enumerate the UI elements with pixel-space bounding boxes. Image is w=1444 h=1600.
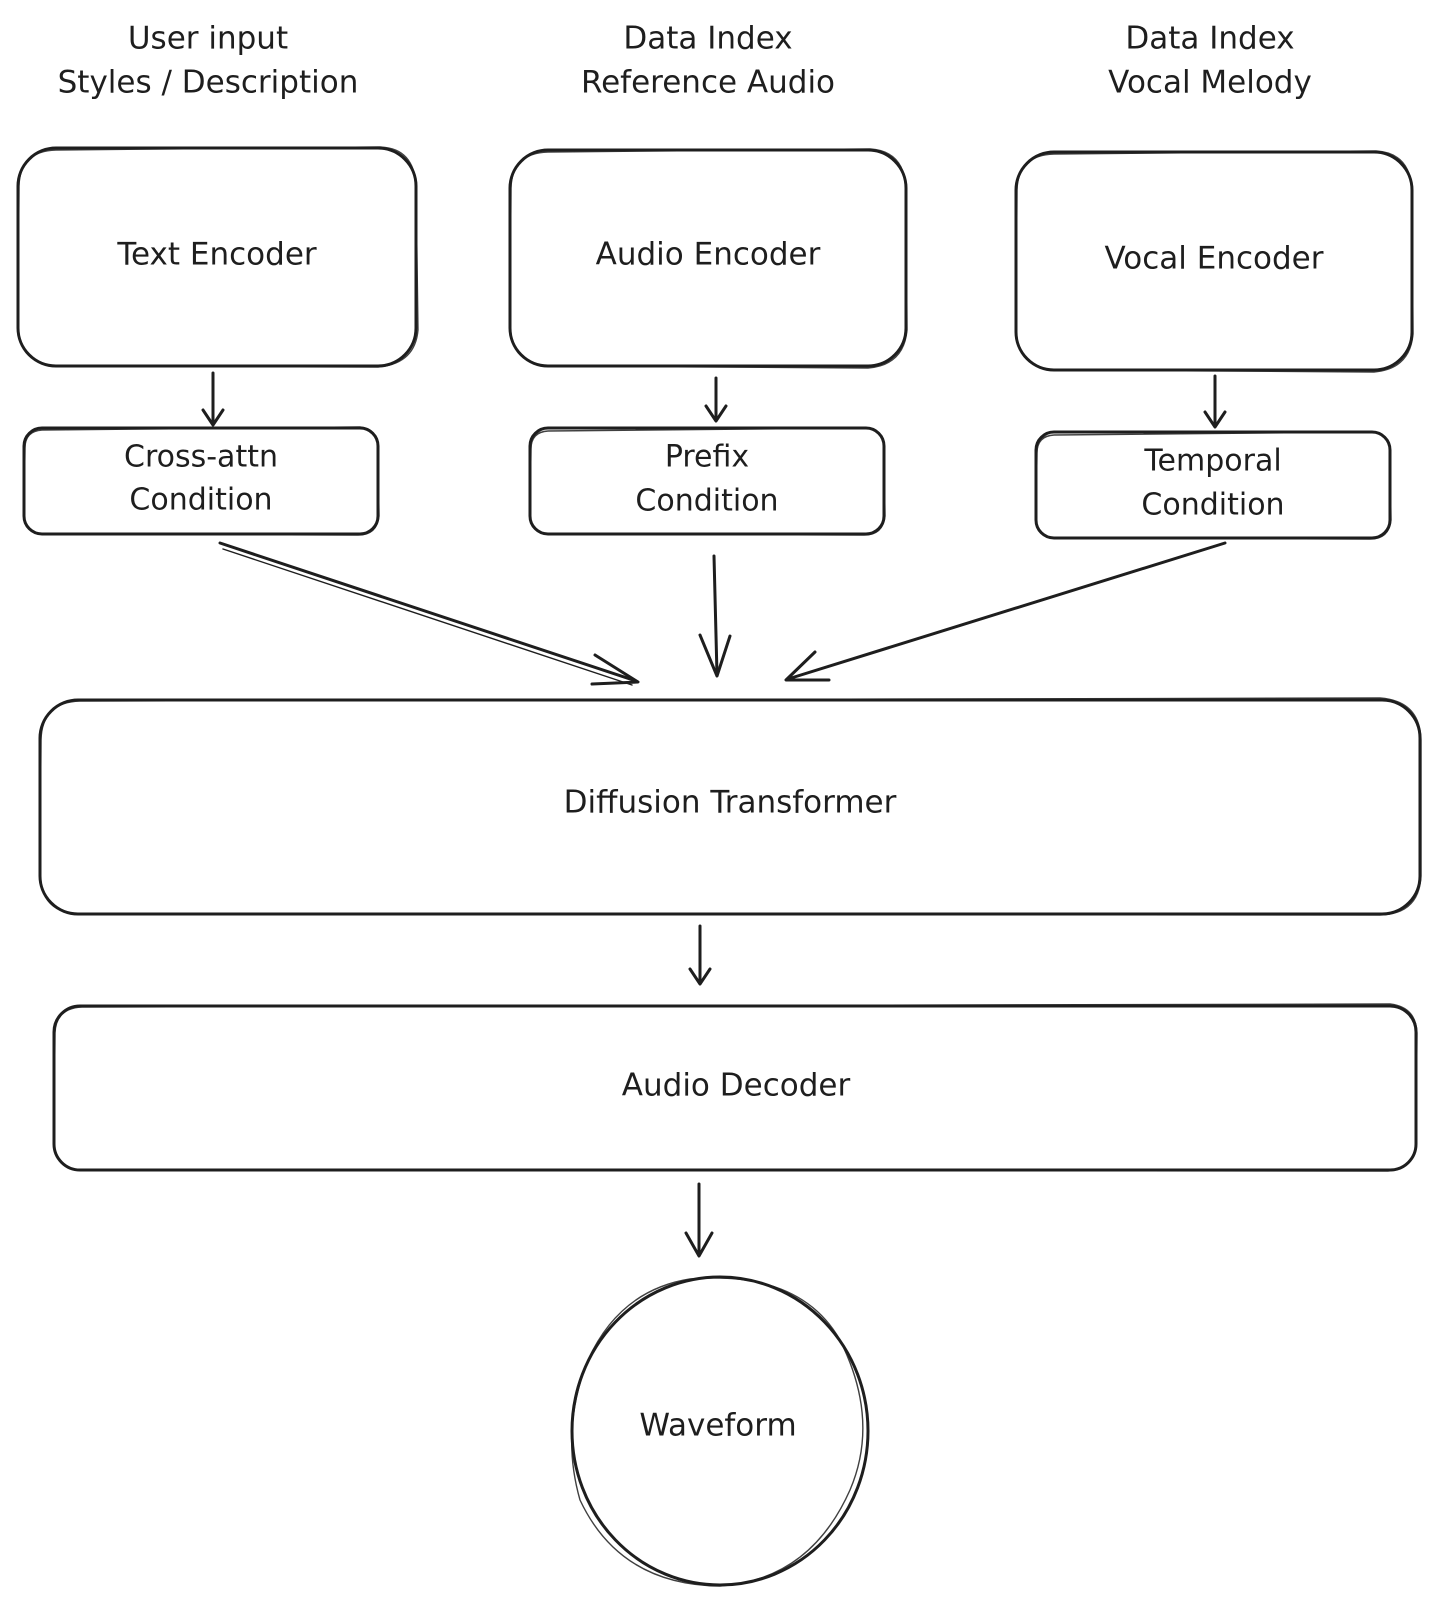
waveform-label: Waveform bbox=[639, 1408, 796, 1444]
input-label-line1: Data Index bbox=[1125, 21, 1294, 57]
audio-decoder-node: Audio Decoder bbox=[52, 1003, 1418, 1172]
audio-decoder-sketch-stroke bbox=[53, 1003, 1418, 1172]
arrow-audio-to-prefix bbox=[704, 376, 728, 423]
arrow-vocal-to-temporal bbox=[1203, 374, 1227, 429]
text-encoder-node: Text Encoder bbox=[16, 146, 419, 368]
arrow-prefix-to-transformer bbox=[698, 554, 732, 678]
waveform-sketch-stroke bbox=[571, 1277, 864, 1587]
input-label-vocal: Data Index Vocal Melody bbox=[1108, 21, 1312, 101]
temporal-condition-line1: Temporal bbox=[1143, 444, 1281, 479]
crossattn-condition-node: Cross-attn Condition bbox=[22, 426, 380, 536]
prefix-condition-line1: Prefix bbox=[665, 440, 749, 475]
vocal-encoder-sketch-stroke bbox=[1015, 150, 1414, 373]
waveform-node: Waveform bbox=[570, 1275, 870, 1587]
text-encoder-sketch-stroke bbox=[17, 146, 419, 368]
input-label-line2: Vocal Melody bbox=[1108, 65, 1312, 101]
crossattn-condition-line2: Condition bbox=[129, 483, 272, 518]
input-label-line1: User input bbox=[128, 21, 288, 57]
arrow-decoder-to-waveform bbox=[684, 1182, 714, 1258]
arrow-temporal-to-transformer bbox=[784, 541, 1227, 682]
input-label-line1: Data Index bbox=[623, 21, 792, 57]
input-label-audio: Data Index Reference Audio bbox=[581, 21, 835, 101]
prefix-sketch-stroke bbox=[529, 427, 886, 536]
crossattn-sketch-stroke bbox=[23, 426, 380, 536]
input-label-text: User input Styles / Description bbox=[58, 21, 359, 101]
audio-decoder-label: Audio Decoder bbox=[622, 1068, 851, 1104]
arrow-crossattn-to-transformer bbox=[218, 541, 640, 686]
temporal-sketch-stroke bbox=[1035, 431, 1392, 540]
temporal-condition-node: Temporal Condition bbox=[1034, 430, 1392, 540]
vocal-encoder-label: Vocal Encoder bbox=[1104, 241, 1323, 277]
arrow-text-to-crossattn bbox=[201, 371, 225, 427]
audio-encoder-node: Audio Encoder bbox=[508, 148, 908, 369]
temporal-condition-line2: Condition bbox=[1141, 488, 1284, 523]
arrow-transformer-to-decoder bbox=[688, 924, 712, 986]
diffusion-transformer-sketch-stroke bbox=[39, 697, 1422, 916]
prefix-condition-line2: Condition bbox=[635, 484, 778, 519]
input-label-line2: Styles / Description bbox=[58, 65, 359, 101]
audio-encoder-label: Audio Encoder bbox=[596, 237, 821, 273]
text-encoder-label: Text Encoder bbox=[116, 237, 317, 273]
audio-encoder-sketch-stroke bbox=[509, 148, 908, 369]
diffusion-transformer-label: Diffusion Transformer bbox=[564, 785, 897, 821]
prefix-condition-node: Prefix Condition bbox=[528, 426, 886, 536]
input-label-line2: Reference Audio bbox=[581, 65, 835, 101]
crossattn-condition-line1: Cross-attn bbox=[124, 440, 278, 475]
diffusion-transformer-node: Diffusion Transformer bbox=[38, 697, 1422, 916]
vocal-encoder-node: Vocal Encoder bbox=[1014, 150, 1414, 373]
